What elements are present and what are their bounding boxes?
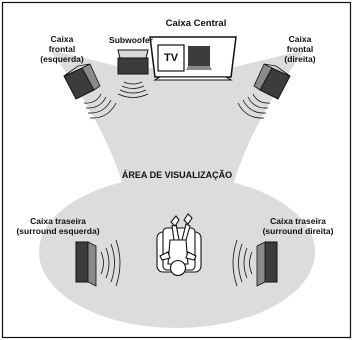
listener-icon [156,213,202,277]
front-right-waves-icon [237,93,271,119]
viewing-area-label: ÁREA DE VISUALIZAÇÃO [122,170,232,180]
tv-label: TV [164,52,179,64]
rear-left-label-line1: Caixa traseira [30,216,86,226]
rear-right-waves-icon [232,239,253,287]
front-right-speaker-icon [253,63,291,100]
subwoofer-icon [117,49,149,75]
center-speaker-tv [149,36,237,81]
front-left-speaker-icon [63,63,101,100]
front-right-label-line1: Caixa [289,34,312,44]
sound-waves-icon [117,81,149,98]
rear-right-label-line1: Caixa traseira [270,216,326,226]
rear-right-label-line2: (surround direita) [263,226,334,236]
rear-left-speaker-icon [75,241,97,287]
rear-left-label-line2: (surround esquerda) [16,226,99,236]
tv-icon [157,44,185,72]
subwoofer-label: Subwoofer [109,35,154,45]
front-left-label-line1: Caixa [51,34,74,44]
front-right-label-line2: frontal [287,44,313,54]
front-left-waves-icon [83,93,117,119]
rear-right-speaker-icon [256,241,278,287]
rear-left-waves-icon [100,239,121,287]
speaker-icon [186,46,212,70]
front-left-label-line3: (esquerda) [40,54,84,64]
front-right-label-line3: (direita) [284,54,315,64]
front-left-label-line2: frontal [49,44,75,54]
center-speaker-label: Caixa Central [166,18,227,29]
